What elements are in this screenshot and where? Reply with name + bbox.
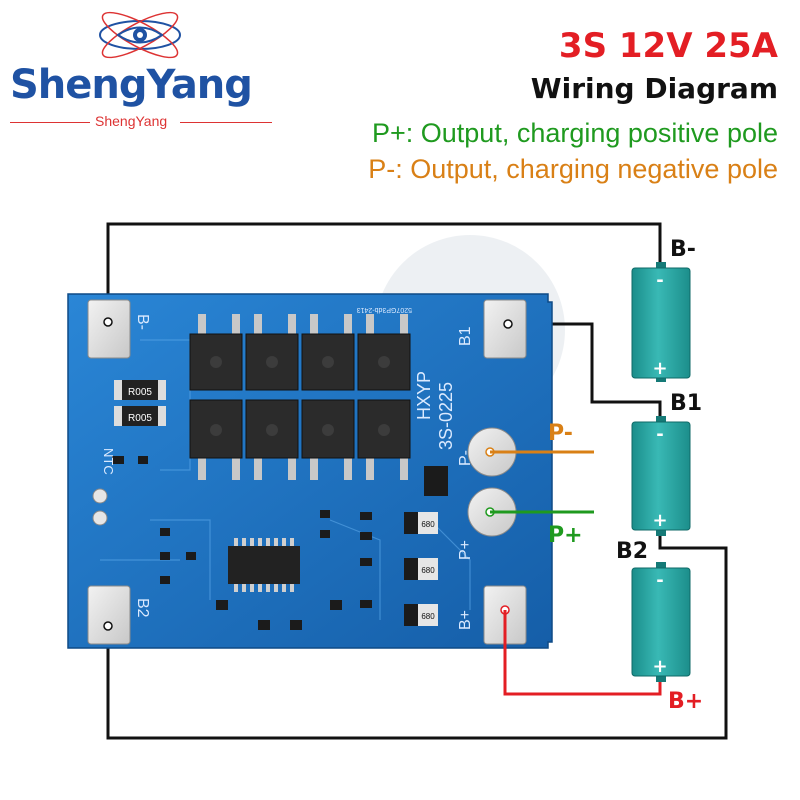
battery-pack: - + - + - +: [631, 262, 691, 682]
shunt-label: R005: [128, 413, 152, 424]
pplus-description: P+: Output, charging positive pole: [371, 118, 778, 148]
cell-minus: -: [656, 270, 663, 291]
black-wires: [106, 222, 728, 740]
model-line1: HXYP: [414, 371, 434, 420]
label-bminus: B-: [670, 237, 696, 262]
brand-divider: [10, 122, 90, 123]
wire-b1: [508, 322, 662, 422]
silk-ntc: NTC: [101, 448, 116, 475]
battery-cell-3: - +: [631, 562, 691, 682]
label-pplus: P+: [548, 523, 583, 548]
wire-bminus: [106, 222, 662, 322]
label-pminus: P-: [548, 421, 573, 446]
label-b1: B1: [670, 391, 702, 416]
cap-label: 680: [421, 612, 435, 621]
cell-plus: +: [652, 358, 667, 379]
ntc-hole: [92, 510, 108, 526]
product-title: 3S 12V 25A: [558, 26, 778, 66]
shengyang-logo: ShengYang ShengYang: [0, 0, 290, 150]
cell-minus: -: [656, 570, 663, 591]
silk-b1: B1: [457, 326, 474, 346]
brand-subtitle: ShengYang: [95, 113, 168, 129]
silk-bminus: B-: [134, 314, 151, 330]
shunt-label: R005: [128, 387, 152, 398]
cell-plus: +: [652, 510, 667, 531]
brand-divider: [180, 122, 272, 123]
wiring-labels: B- B1 B2 B+ P- P+: [548, 237, 703, 714]
shunt-resistor: [114, 406, 166, 426]
output-wires: [490, 450, 662, 696]
pad-b2: [87, 585, 131, 645]
pad-b1: [483, 299, 527, 359]
silk-pplus: P+: [457, 540, 474, 560]
shunt-resistor: [114, 380, 166, 400]
battery-cell-2: - +: [631, 416, 691, 536]
pminus-description: P-: Output, charging negative pole: [368, 154, 778, 184]
model-line2: 3S-0225: [436, 382, 456, 450]
silk-pminus: P-: [457, 450, 474, 466]
label-b2: B2: [616, 539, 648, 564]
cell-minus: -: [656, 424, 663, 445]
cell-plus: +: [652, 656, 667, 677]
silk-b2: B2: [134, 598, 151, 618]
smd-components: [112, 456, 448, 630]
label-bplus: B+: [668, 689, 703, 714]
battery-cell-1: - +: [631, 262, 691, 382]
wire-b2: [106, 530, 728, 740]
wire-bplus: [503, 610, 662, 696]
brand-name: ShengYang: [10, 62, 253, 108]
cap-label: 680: [421, 566, 435, 575]
bms-board: R005 R005: [67, 293, 553, 649]
ntc-hole: [92, 488, 108, 504]
pad-bminus: [87, 299, 131, 359]
cap-label: 680: [421, 520, 435, 529]
silk-serial: 5207GP3db-2413: [357, 306, 412, 313]
diagram-title: Wiring Diagram: [530, 72, 778, 105]
eye-logo-icon: [99, 11, 181, 59]
protection-ic: [228, 538, 300, 592]
mosfet-array: [189, 314, 411, 480]
silk-bplus: B+: [457, 610, 474, 630]
